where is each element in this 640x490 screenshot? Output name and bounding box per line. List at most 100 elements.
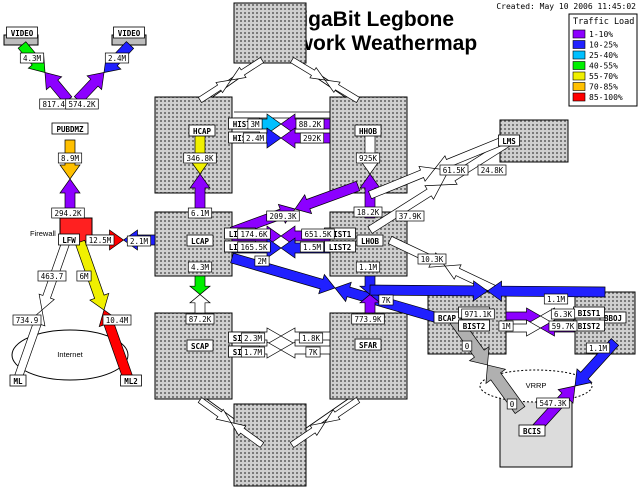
bandwidth-label-l15: 3M: [250, 120, 260, 129]
bandwidth-label-l46: 547.3K: [539, 399, 567, 408]
bandwidth-label-l41: 1M: [501, 322, 511, 331]
link-lhob-lms-out: [367, 184, 442, 234]
rack-scap: [154, 312, 233, 400]
node-box-list2b: [324, 240, 356, 253]
bandwidth-label-l26: 37.9K: [399, 212, 422, 221]
node-box-video2: [113, 26, 145, 39]
link-video1-pubdmz-in: [44, 72, 73, 104]
node-box-lfw: [58, 233, 80, 246]
link-lcap-scap-in: [189, 294, 211, 314]
bandwidth-label-l9: 6M: [79, 272, 89, 281]
node-lcap: LCAP: [191, 237, 210, 246]
node-box-lhob: [356, 234, 384, 247]
bandwidth-label-l48: 0: [510, 400, 515, 409]
bandwidth-label-l23: 651.5K: [304, 230, 332, 239]
bandwidth-label-l21: 174.6K: [240, 230, 268, 239]
link-sist2-in: [280, 341, 331, 359]
bw-box-l44: [543, 293, 569, 305]
node-sfar: SFAR: [359, 341, 378, 350]
link-scap-bottom-in: [230, 421, 265, 448]
created-timestamp: Created: May 10 2006 11:45:02: [496, 2, 636, 11]
node-list2b: LIST2: [329, 243, 352, 252]
bandwidth-label-l6: 294.2K: [54, 209, 82, 218]
bandwidth-label-l31: 2M: [257, 257, 267, 266]
node-ml2: ML2: [124, 377, 138, 386]
link-hcap-top-in: [230, 56, 265, 81]
node-box-sfar: [354, 338, 382, 351]
bandwidth-label-l17: 2.4M: [246, 134, 265, 143]
link-scap-bottom-out: [197, 397, 232, 424]
bandwidth-label-l33: 87.2K: [189, 315, 212, 324]
bandwidth-label-l12: 2.1M: [130, 237, 149, 246]
bw-box-l33: [185, 313, 215, 325]
node-bist2: BIST2: [463, 322, 486, 331]
bandwidth-label-l27: 61.5K: [443, 166, 466, 175]
node-video2: VIDEO: [118, 29, 141, 38]
rack-top: [233, 2, 307, 64]
bandwidth-label-l18: 292K: [303, 134, 322, 143]
node-ml: ML: [13, 377, 23, 386]
link-hhob-top-in: [289, 56, 326, 81]
link-sfar-bottom-in: [289, 421, 326, 448]
bandwidth-label-l42: 6.3K: [554, 310, 573, 319]
bw-box-l38: [351, 313, 385, 325]
bw-box-l22: [237, 241, 271, 253]
node-box-lcap: [186, 234, 214, 247]
internet-label: Internet: [57, 350, 83, 359]
legend-swatch: [572, 71, 586, 81]
bw-box-l6: [51, 207, 85, 219]
bw-box-l42: [550, 308, 576, 320]
bw-box-l41: [498, 320, 514, 332]
bandwidth-label-l8: 463.7: [41, 272, 64, 281]
bandwidth-label-l30: 1.1M: [359, 263, 378, 272]
bandwidth-label-l16: 88.2K: [299, 120, 322, 129]
bw-box-l2: [104, 52, 130, 64]
bw-box-l45: [585, 342, 611, 354]
bandwidth-label-l37: 7K: [308, 348, 318, 357]
bw-box-l11: [102, 314, 132, 326]
link-lfw-ml2-out: [74, 239, 110, 311]
node-box-bcis: [518, 424, 546, 437]
node-box-scap: [186, 339, 214, 352]
node-hist1: HIST1: [233, 120, 256, 129]
bandwidth-label-l19: 925K: [359, 154, 378, 163]
bw-box-l36: [298, 332, 324, 344]
legend-swatch: [572, 29, 586, 39]
bw-box-l30: [355, 261, 381, 273]
bw-box-l1: [19, 52, 45, 64]
bandwidth-label-l25: 18.2K: [357, 208, 380, 217]
bandwidth-label-l5: 8.9M: [61, 154, 80, 163]
bandwidth-label-l34: 2.3M: [244, 334, 263, 343]
bw-box-l25: [353, 206, 383, 218]
link-lhob-sfar-in: [359, 294, 381, 314]
bandwidth-label-l32: 4.3M: [191, 263, 210, 272]
bw-box-l35: [240, 346, 266, 358]
node-box-hhob: [354, 124, 382, 137]
rack-sfar: [329, 312, 408, 400]
vrrp-label: VRRP: [526, 381, 547, 390]
node-lms: LMS: [502, 137, 516, 146]
bandwidth-label-l7: 12.5M: [89, 236, 112, 245]
node-bboj: BBOJ: [604, 314, 622, 323]
bandwidth-label-l22: 165.5K: [240, 243, 268, 252]
rack-bottom: [233, 403, 307, 487]
legend-swatch: [572, 61, 586, 70]
bw-box-l34: [240, 332, 266, 344]
node-pubdmz: PUBDMZ: [56, 125, 84, 134]
link-lhob-bboj-in: [486, 280, 606, 302]
legend-swatch: [572, 92, 586, 102]
bandwidth-label-l3: 817.4K: [42, 100, 70, 109]
bandwidth-label-l28: 24.8K: [481, 166, 504, 175]
bw-box-l17: [242, 132, 268, 144]
bandwidth-label-l45: 1.1M: [589, 344, 608, 353]
bandwidth-label-l47: 0: [465, 342, 470, 351]
bandwidth-label-l44: 1.1M: [547, 295, 566, 304]
bw-box-l39: [378, 294, 394, 306]
node-box-lms: [498, 134, 520, 147]
bandwidth-label-l13: 6.1M: [191, 209, 210, 218]
bw-box-l18: [299, 132, 325, 144]
link-video2-pubdmz-in: [73, 72, 105, 104]
node-video1: VIDEO: [11, 29, 34, 38]
node-box-video1: [6, 26, 38, 39]
legend-label: 55-70%: [589, 72, 618, 81]
